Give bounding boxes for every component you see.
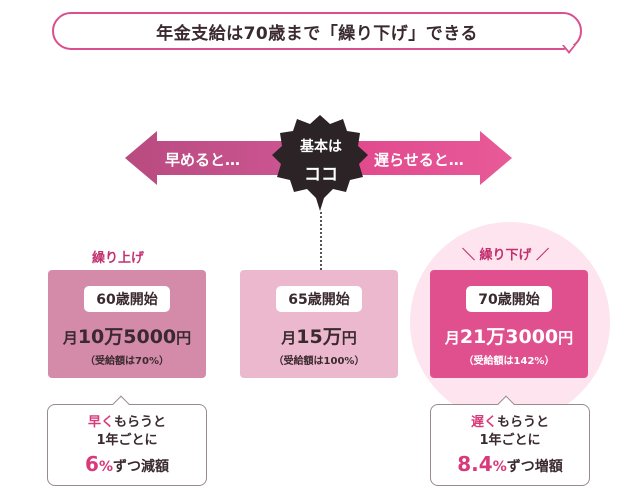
note-early-line2: 1年ごとに [96,433,158,448]
note-late-line3: 8.4%ずつ増額 [457,452,563,476]
note-late: 遅くもらうと 1年ごとに 8.4%ずつ増額 [430,404,590,486]
left-arrow-label: 早めると… [165,151,241,169]
left-arrow-shape [125,131,300,185]
label-kurisage: ＼ 繰り下げ ／ [462,248,550,263]
card-age-70: 70歳開始 月21万3000円 （受給額は142%） [430,270,588,378]
note-early-line1: 早くもらうと [87,415,167,430]
center-dotted-line [320,212,322,270]
title-bubble: 年金支給は70歳まで「繰り下げ」できる [52,12,582,50]
note-early: 早くもらうと 1年ごとに 6%ずつ減額 [47,404,207,486]
card-payout-ratio: （受給額は70%） [85,356,169,367]
card-monthly-amount: 月10万5000円 [62,326,192,348]
card-payout-ratio: （受給額は142%） [463,356,555,367]
card-age-label: 65歳開始 [276,286,362,312]
label-kuriage: 繰り上げ [92,251,145,266]
card-age-65: 65歳開始 月15万円 （受給額は100%） [240,270,398,378]
note-late-line2: 1年ごとに [479,433,541,448]
center-label: 基本は ココ [278,117,364,203]
center-burst-shape [272,115,368,211]
label-kurisage-text: 繰り下げ [479,248,532,263]
card-age-label: 60歳開始 [84,286,170,312]
right-arrow-label: 遅らせると… [374,151,464,169]
note-early-line3: 6%ずつ減額 [85,452,169,476]
card-payout-ratio: （受給額は100%） [273,356,365,367]
title-bubble-tail-inner [564,45,574,51]
page-title: 年金支給は70歳まで「繰り下げ」できる [156,23,478,44]
card-monthly-amount: 月21万3000円 [444,326,574,348]
center-label-line1: 基本は [300,138,342,155]
card-age-60: 60歳開始 月10万5000円 （受給額は70%） [48,270,206,378]
card-monthly-amount: 月15万円 [281,326,357,348]
note-late-line1: 遅くもらうと [470,415,550,430]
right-arrow-shape [340,131,512,185]
center-label-line2: ココ [304,164,338,185]
card-age-label: 70歳開始 [466,286,552,312]
